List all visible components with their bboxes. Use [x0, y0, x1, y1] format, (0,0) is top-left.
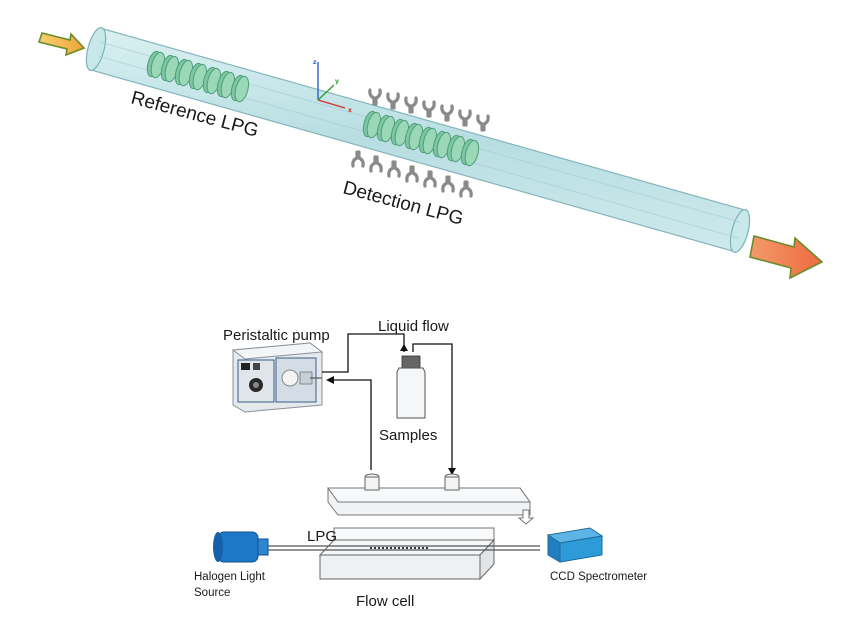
fiber-line — [268, 545, 540, 551]
flow-arrow-to-pump — [326, 376, 334, 384]
z-axis-label: z — [313, 59, 317, 66]
samples-label: Samples — [379, 427, 437, 444]
x-axis-label: x — [348, 107, 352, 114]
detection-lpg-label: Detection LPG — [341, 178, 466, 230]
halogen-light-label-line1: Halogen Light — [194, 571, 266, 583]
flow-cell-label: Flow cell — [356, 593, 414, 610]
liquid-flow-label: Liquid flow — [378, 318, 449, 335]
lpg-label: LPG — [307, 528, 337, 545]
flow-arrow-to-cell — [448, 468, 456, 475]
y-axis-label: y — [335, 78, 339, 85]
flow-cell — [318, 527, 496, 581]
sample-vial — [396, 355, 426, 419]
flow-cell-lid — [327, 473, 531, 516]
flow-arrow-to-vial — [400, 344, 408, 351]
output-arrow — [749, 234, 824, 280]
tubing — [322, 333, 453, 470]
peristaltic-pump — [231, 342, 324, 413]
halogen-light-label-line2: Source — [194, 587, 230, 599]
axis-triad: z x y — [313, 59, 352, 114]
ccd-spectrometer-label: CCD Spectrometer — [550, 571, 647, 583]
peristaltic-pump-label: Peristaltic pump — [223, 327, 330, 344]
input-arrow — [37, 32, 86, 57]
ccd-spectrometer — [546, 527, 604, 563]
assembly-arrow — [517, 509, 535, 525]
halogen-light-source — [213, 531, 269, 563]
